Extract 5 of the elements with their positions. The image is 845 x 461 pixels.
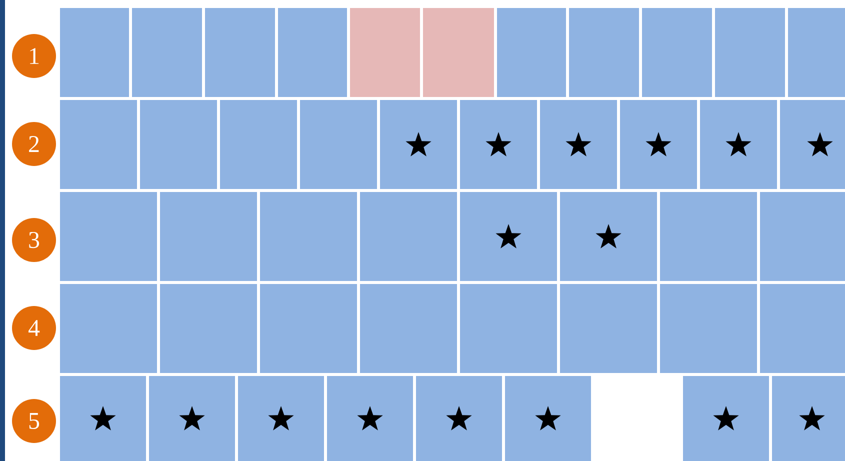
number-badge: 5 xyxy=(12,399,56,443)
number-badge: 4 xyxy=(12,306,56,350)
number-badge: 1 xyxy=(12,34,56,78)
number-badge: 3 xyxy=(12,218,56,262)
number-badge: 2 xyxy=(12,122,56,166)
